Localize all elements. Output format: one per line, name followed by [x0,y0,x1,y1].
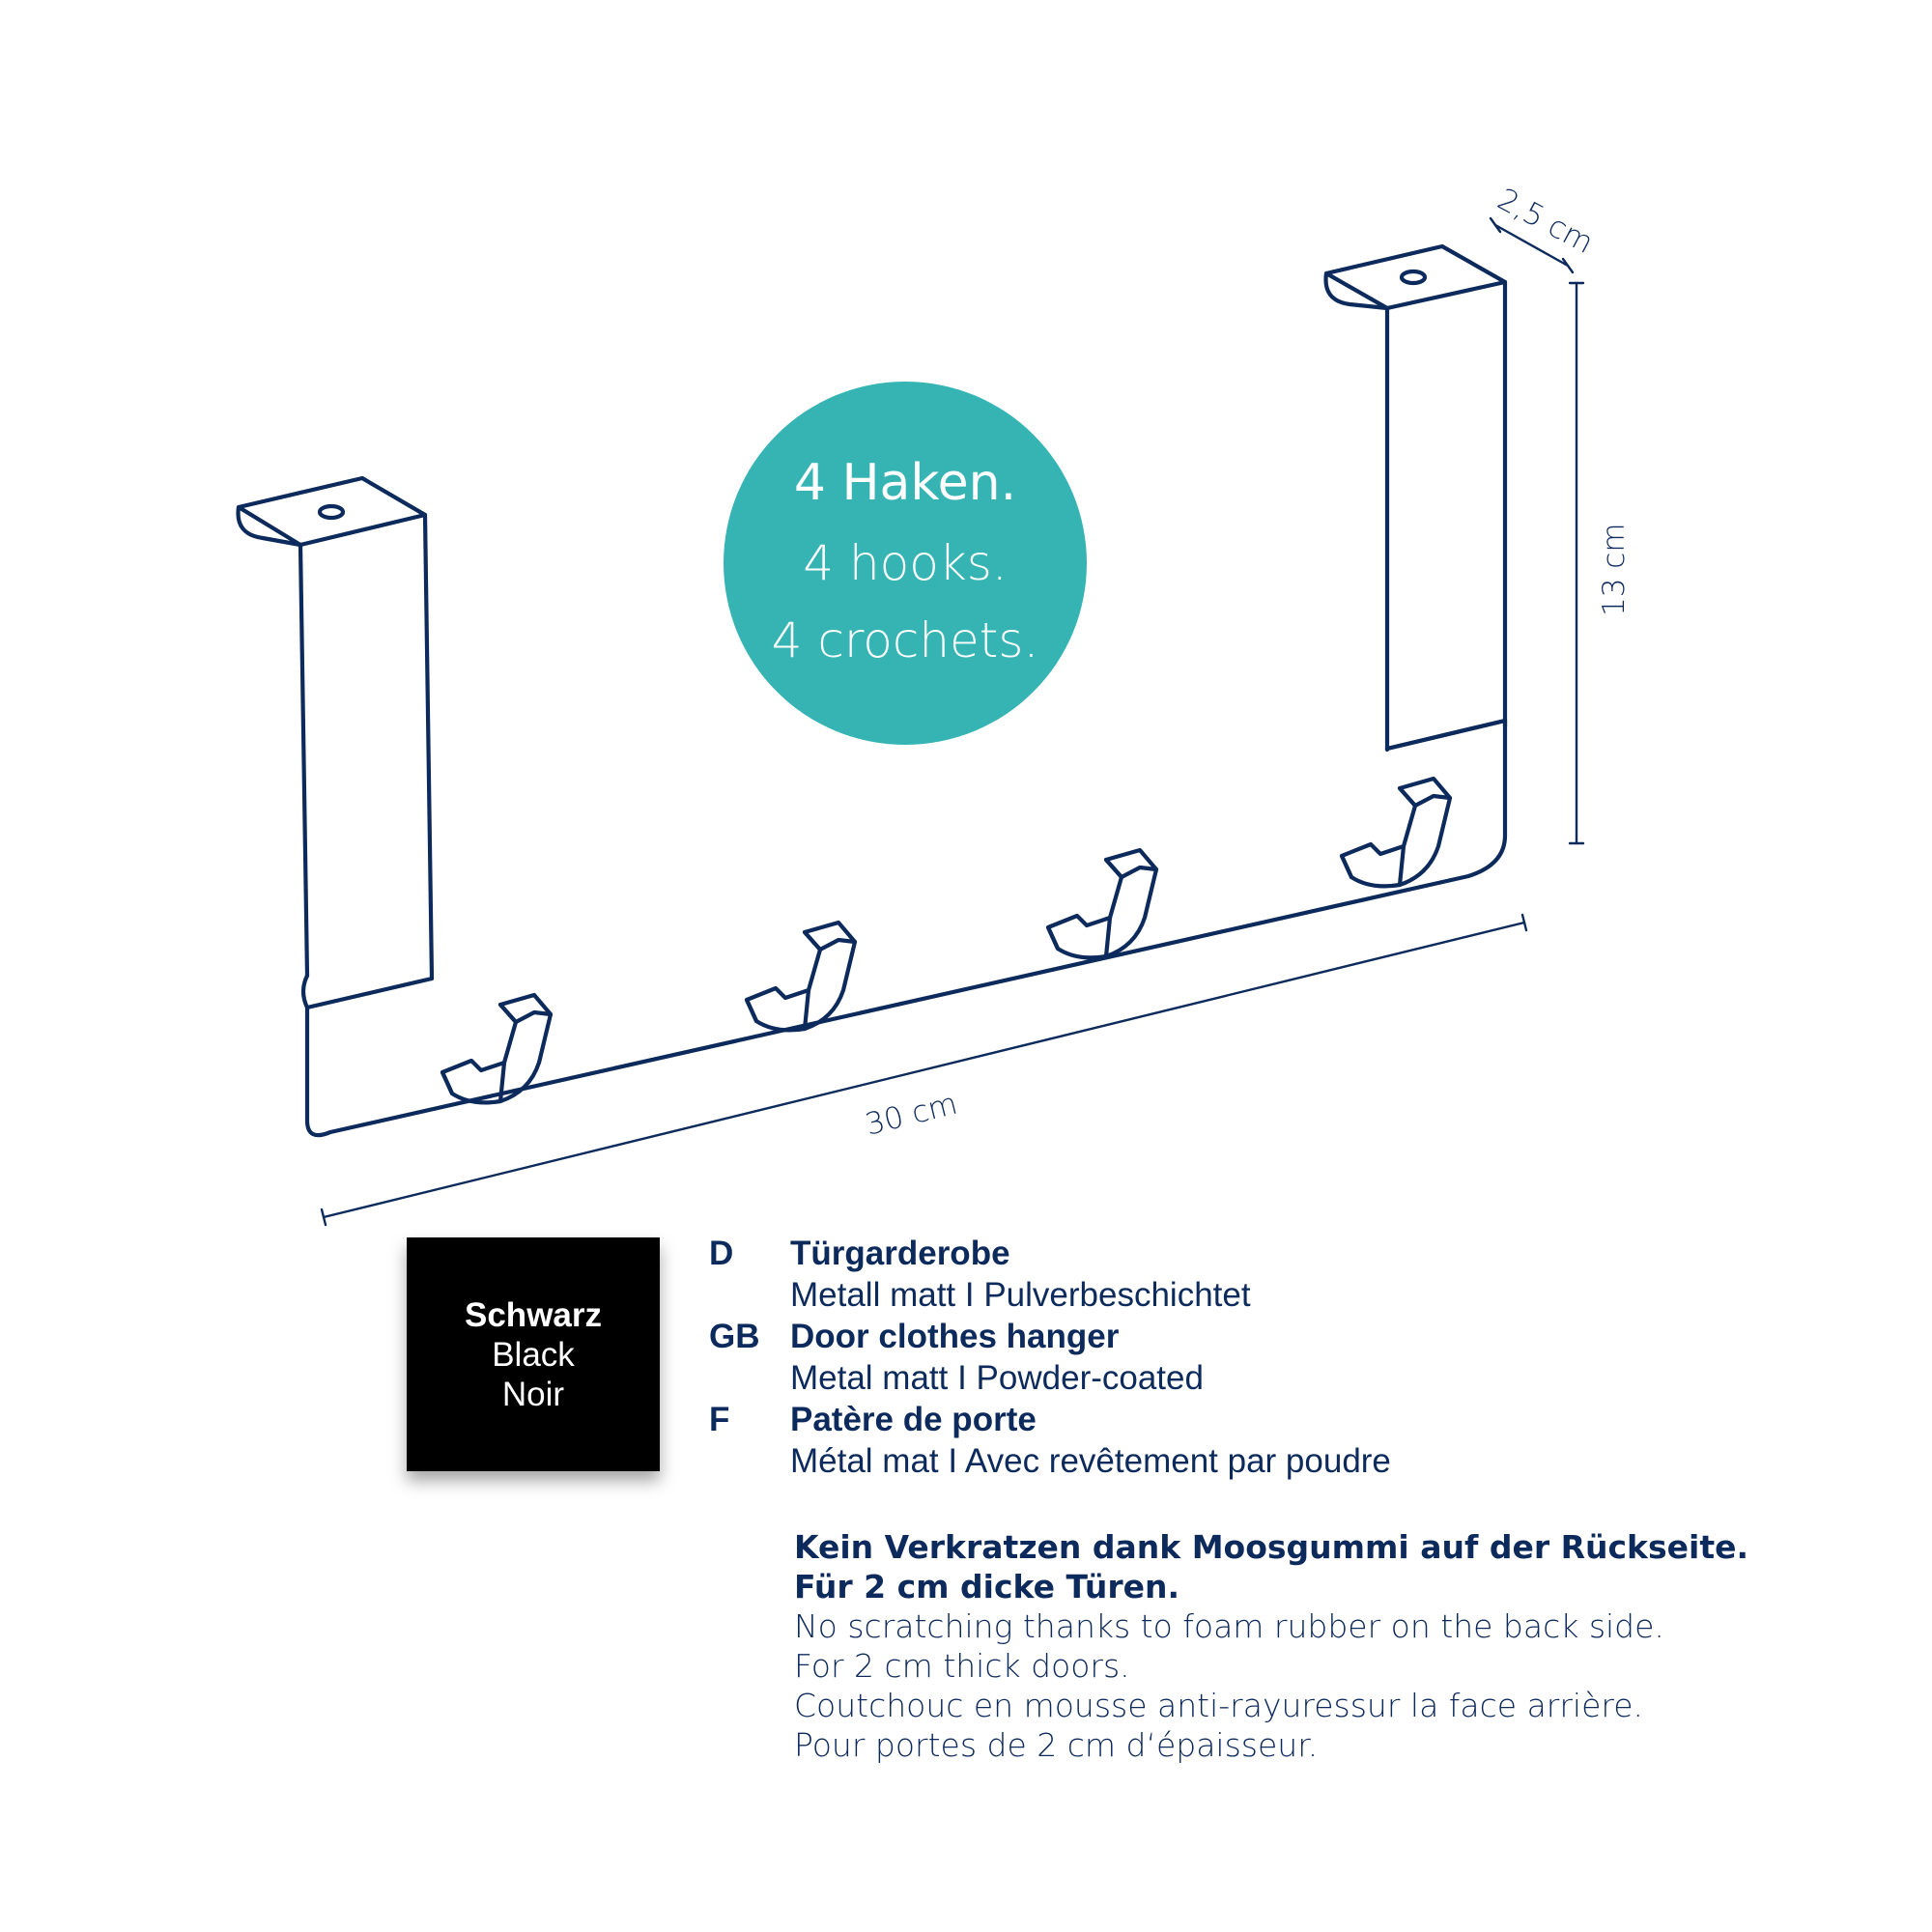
lang-code-fr: F [709,1401,730,1438]
right-door-clip [1323,243,1508,753]
product-notes: Kein Verkratzen dank Moosgummi auf der R… [794,1527,1760,1765]
swatch-name-de: Schwarz [465,1295,602,1334]
lang-title-gb: Door clothes hanger [790,1318,1120,1355]
hook-4 [1339,776,1453,889]
product-descriptions: D Türgarderobe Metall matt I Pulverbesch… [709,1233,1675,1482]
note-en-line2: For 2 cm thick doors. [794,1647,1130,1685]
depth-label: 2,5 cm [1492,182,1599,261]
hook-bar [300,718,1508,1138]
hook-1 [440,992,554,1105]
dimension-height: 13 cm [1568,281,1632,845]
badge-circle [724,382,1087,745]
color-swatch: Schwarz Black Noir [407,1237,660,1471]
note-fr-line1: Coutchouc en mousse anti-rayuressur la f… [794,1687,1644,1724]
left-door-clip [236,475,435,981]
hook-count-badge: 4 Haken. 4 hooks. 4 crochets. [724,382,1087,745]
lang-desc-fr: Métal mat I Avec revêtement par poudre [790,1442,1391,1480]
badge-line2: 4 hooks. [803,535,1007,591]
lang-row-de: D Türgarderobe Metall matt I Pulverbesch… [709,1233,1675,1316]
note-de-line2: Für 2 cm dicke Türen. [794,1568,1180,1605]
height-label: 13 cm [1597,523,1632,616]
badge-line3: 4 crochets. [772,612,1039,668]
badge-title: 4 Haken. [794,454,1016,512]
lang-desc-gb: Metal matt I Powder-coated [790,1359,1204,1397]
note-de-line1: Kein Verkratzen dank Moosgummi auf der R… [794,1528,1749,1566]
lang-code-gb: GB [709,1318,760,1355]
hook-2 [744,920,858,1033]
lang-row-gb: GB Door clothes hanger Metal matt I Powd… [709,1316,1675,1399]
swatch-name-en: Black [492,1335,575,1374]
width-label: 30 cm [862,1086,960,1142]
swatch-name-fr: Noir [501,1375,565,1413]
lang-title-de: Türgarderobe [790,1235,1010,1272]
lang-title-fr: Patère de porte [790,1401,1037,1438]
hook-3 [1045,847,1159,960]
note-fr-line2: Pour portes de 2 cm d‘épaisseur. [794,1726,1319,1764]
lang-row-fr: F Patère de porte Métal mat I Avec revêt… [709,1399,1675,1482]
lang-desc-de: Metall matt I Pulverbeschichtet [790,1276,1251,1314]
lang-code-de: D [709,1235,734,1272]
note-en-line1: No scratching thanks to foam rubber on t… [794,1607,1664,1645]
dimension-depth: 2,5 cm [1489,182,1599,274]
